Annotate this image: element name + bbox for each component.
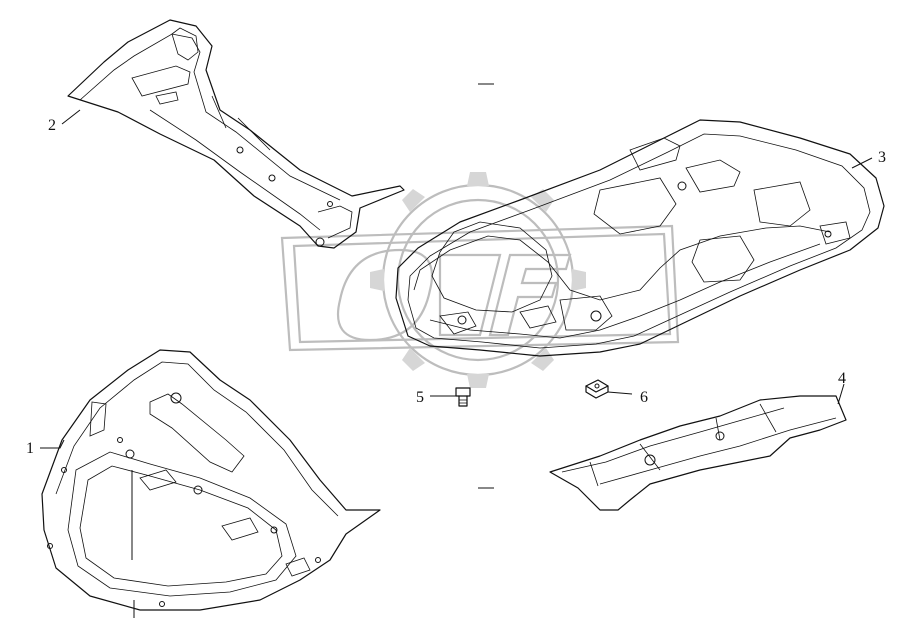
- part-5-bolt: [455, 387, 471, 407]
- callout-3: 3: [878, 149, 886, 166]
- part-2-tunnel-panel: [67, 19, 405, 249]
- part-4-bracket: [549, 395, 847, 511]
- leader-2: [61, 109, 81, 125]
- callout-4: 4: [838, 370, 846, 387]
- callout-6: 6: [640, 389, 648, 406]
- leader-6: [607, 391, 633, 395]
- leader-lines: [40, 83, 873, 618]
- part-3-floor-pan: [395, 119, 885, 357]
- part-6-clip-nut: [585, 379, 609, 399]
- callout-2: 2: [48, 117, 56, 134]
- leader-4: [837, 383, 845, 405]
- leader-3: [851, 157, 873, 169]
- callout-1: 1: [26, 440, 34, 457]
- part-1-floor-panel: [41, 349, 381, 611]
- watermark-logo: [280, 172, 680, 388]
- leader-1: [40, 439, 65, 449]
- callout-labels: 1 2 3 4 5 6: [26, 117, 886, 457]
- callout-5: 5: [416, 389, 424, 406]
- gear-icon: [370, 172, 586, 388]
